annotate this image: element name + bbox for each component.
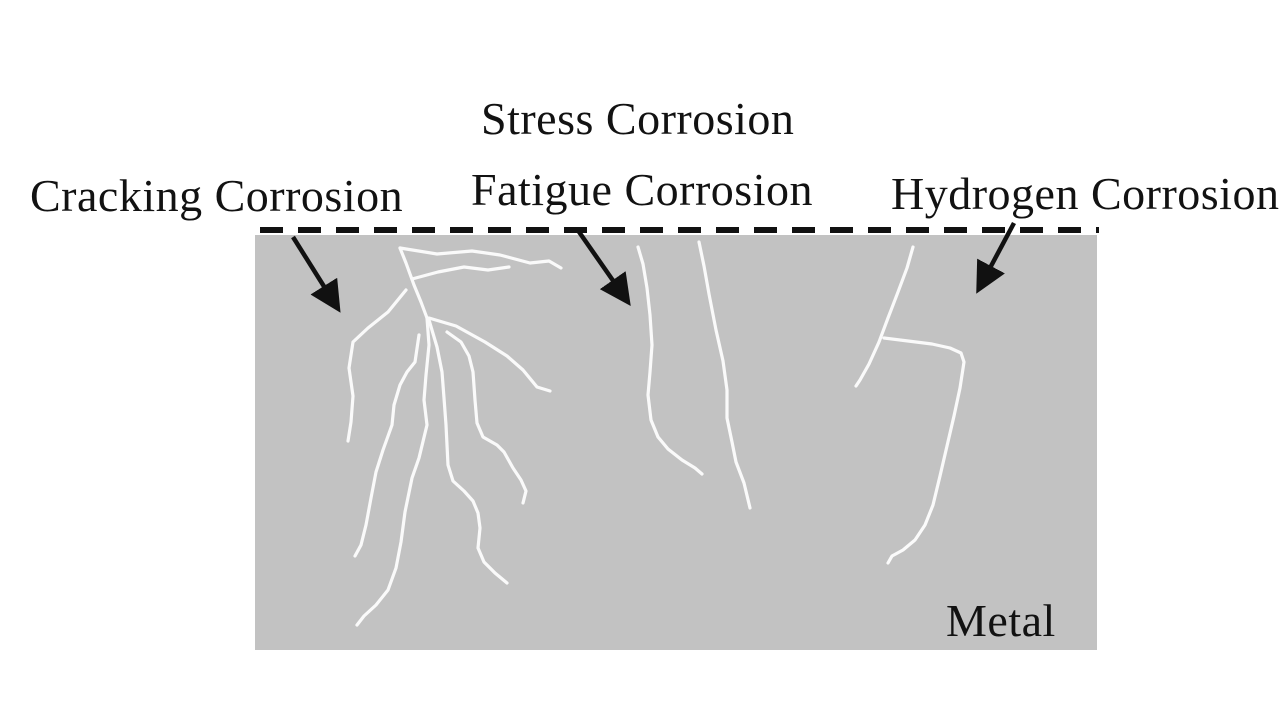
crack-branch (398, 246, 563, 270)
crack-branch (636, 245, 704, 476)
metal-label: Metal (946, 595, 1056, 646)
crack-pattern-hydrogen (854, 245, 966, 565)
crack-branch (410, 265, 511, 281)
crack-pattern-cracking (346, 246, 563, 627)
fatigue-arrow (575, 227, 631, 306)
hydrogen-corrosion-label: Hydrogen Corrosion (891, 168, 1280, 219)
cracking-corrosion-label: Cracking Corrosion (30, 170, 404, 221)
cracking-arrow (291, 235, 341, 313)
crack-branch (445, 330, 528, 505)
crack-patterns (346, 240, 966, 627)
crack-branch (353, 333, 421, 558)
metal-block (255, 235, 1097, 650)
crack-branch (346, 288, 408, 443)
crack-pattern-fatigue (636, 240, 752, 510)
crack-branch (882, 336, 966, 565)
crack-branch (355, 316, 431, 627)
crack-branch (427, 318, 509, 585)
fatigue-corrosion-label: Fatigue Corrosion (471, 164, 813, 215)
crack-branch (427, 316, 552, 393)
crack-branch (697, 240, 752, 510)
crack-branch (398, 246, 429, 320)
stress-corrosion-label: Stress Corrosion (481, 93, 795, 144)
annotation-arrows (291, 221, 1016, 313)
hydrogen-arrow (976, 221, 1016, 294)
crack-branch (854, 245, 915, 388)
